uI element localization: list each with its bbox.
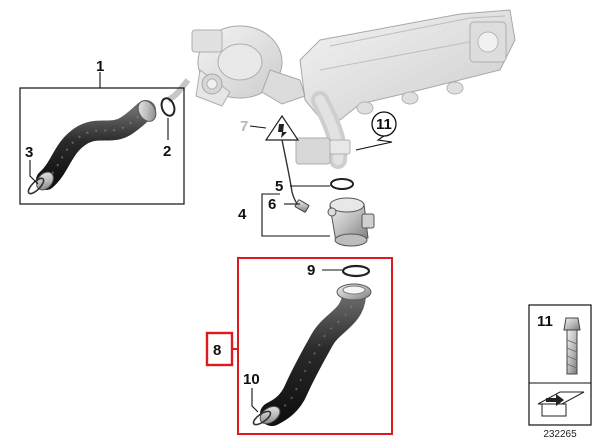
charge-air-hose-icon: [36, 100, 157, 191]
callout-11-box: 11: [537, 313, 553, 330]
callout-5: 5: [275, 178, 283, 195]
sensor-icon: [281, 139, 310, 213]
callout-7: 7: [240, 118, 248, 135]
callout-1: 1: [96, 58, 104, 75]
assembly-box-1: [19, 72, 185, 205]
callout-8: 8: [213, 342, 221, 359]
turbocharger-icon: [166, 25, 306, 107]
callout-10: 10: [243, 371, 260, 388]
clamp-icon: [27, 177, 45, 195]
assembly-box-8: [205, 257, 393, 435]
throttle-housing-icon: [327, 178, 375, 247]
callout-4: 4: [238, 206, 247, 223]
part-number: 232265: [543, 429, 577, 440]
callout-9: 9: [307, 262, 315, 279]
charge-air-hose-icon: [259, 283, 372, 426]
highlight-frame-8: [205, 331, 234, 367]
callout-2: 2: [163, 143, 171, 160]
bolt-icon: [563, 317, 581, 375]
intake-manifold-icon: [295, 9, 516, 169]
callout-6: 6: [268, 196, 276, 213]
o-ring-icon: [160, 97, 176, 117]
callout-11-circle-group: [355, 111, 397, 151]
o-ring-icon: [341, 264, 371, 278]
arrow-symbol-icon: [537, 391, 585, 417]
bolt-legend-box: [528, 304, 592, 426]
warning-triangle-icon: [249, 114, 300, 141]
clamp-icon: [252, 410, 272, 426]
callout-3: 3: [25, 144, 33, 161]
callout-11-circle: 11: [376, 116, 392, 133]
